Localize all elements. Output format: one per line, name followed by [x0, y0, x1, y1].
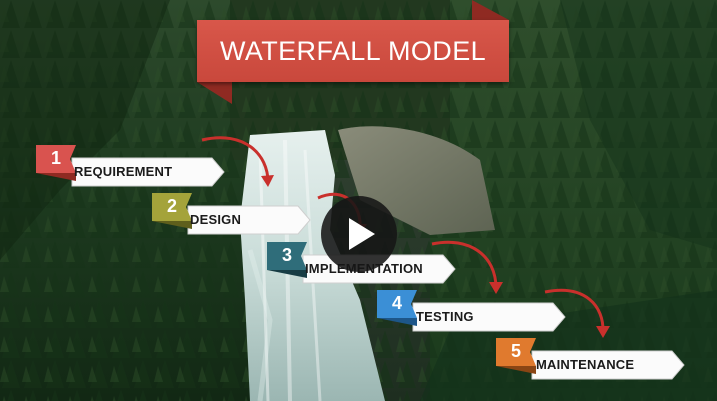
curved-arrow-icon [489, 282, 503, 294]
curved-arrow-icon [431, 240, 498, 289]
step-number-4: 4 [392, 293, 402, 313]
curved-arrow-icon [596, 326, 610, 338]
step-label-requirement: REQUIREMENT [74, 164, 173, 179]
step-number-5: 5 [511, 341, 521, 361]
curved-arrow-icon [201, 136, 270, 183]
step-design [152, 193, 311, 235]
banner-fold [472, 0, 509, 20]
curved-arrow-icon [261, 175, 274, 187]
step-number-3: 3 [282, 245, 292, 265]
title-banner: WATERFALL MODEL [197, 20, 509, 82]
play-icon [349, 218, 375, 250]
step-label-maintenance: MAINTENANCE [536, 357, 635, 372]
banner-fold [197, 82, 232, 104]
step-label-testing: TESTING [416, 309, 474, 324]
step-number-1: 1 [51, 148, 61, 168]
page-title: WATERFALL MODEL [219, 36, 487, 66]
play-button[interactable] [321, 196, 397, 272]
step-requirement [36, 145, 225, 187]
step-number-2: 2 [167, 196, 177, 216]
curved-arrow-icon [544, 288, 605, 333]
step-maintenance [496, 338, 685, 380]
step-testing [377, 290, 566, 332]
step-label-design: DESIGN [190, 212, 242, 227]
